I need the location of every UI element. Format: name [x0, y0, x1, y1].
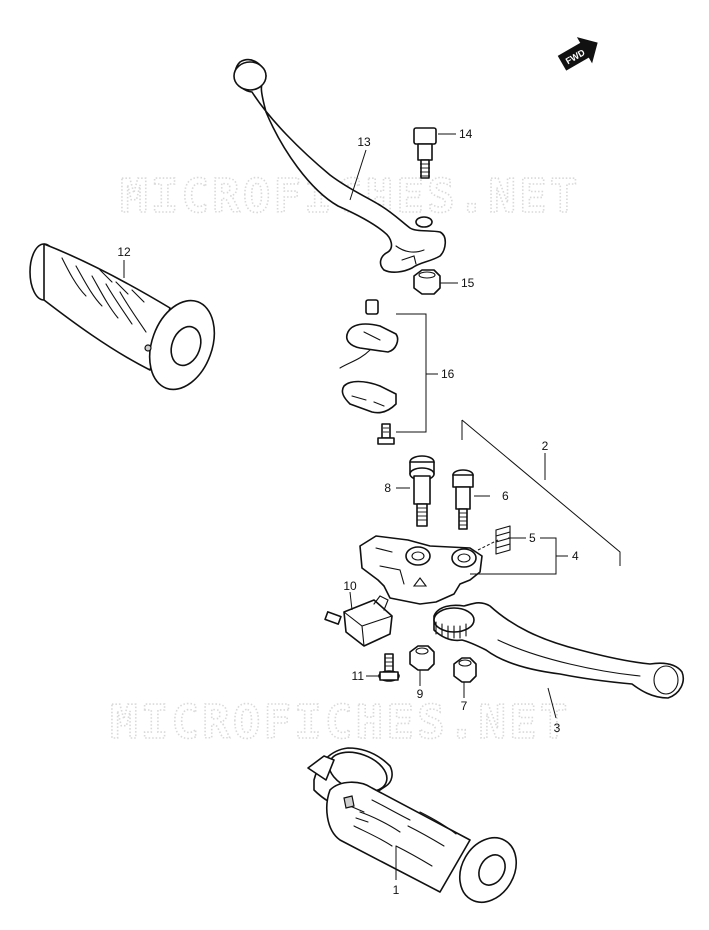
callout-8: 8 [384, 481, 391, 495]
leader-lines [123, 133, 621, 880]
callout-1: 1 [393, 883, 400, 897]
callout-14: 14 [459, 127, 473, 141]
nut-9 [409, 645, 435, 671]
lever-3 [433, 602, 684, 699]
grip-left-12 [29, 243, 216, 391]
callout-6: 6 [502, 489, 509, 503]
nut-15 [413, 269, 441, 295]
lever-holder-4 [359, 535, 499, 605]
callout-11: 11 [352, 669, 365, 683]
grip-right-1 [307, 747, 518, 903]
bolt-6 [452, 469, 474, 530]
callout-3: 3 [554, 721, 561, 735]
callout-7: 7 [461, 699, 468, 713]
callout-16: 16 [441, 367, 455, 381]
fwd-arrow-icon: FWD [557, 37, 598, 71]
screw-8 [409, 455, 435, 527]
callout-9: 9 [417, 687, 424, 701]
clutch-lever-13 [233, 58, 447, 273]
watermark-bottom: MICROFICHES.NET [110, 695, 570, 749]
nut-7 [453, 657, 477, 683]
screw-11 [378, 653, 400, 682]
callout-13: 13 [357, 135, 371, 149]
switch-10 [324, 595, 393, 647]
switch-16 [339, 299, 399, 445]
callout-4: 4 [572, 549, 579, 563]
callout-12: 12 [117, 245, 131, 259]
callout-15: 15 [461, 276, 475, 290]
callout-10: 10 [343, 579, 357, 593]
callout-2: 2 [542, 439, 549, 453]
pivot-bolt-14 [413, 127, 437, 179]
spring-5 [495, 525, 511, 555]
callout-5: 5 [529, 531, 536, 545]
